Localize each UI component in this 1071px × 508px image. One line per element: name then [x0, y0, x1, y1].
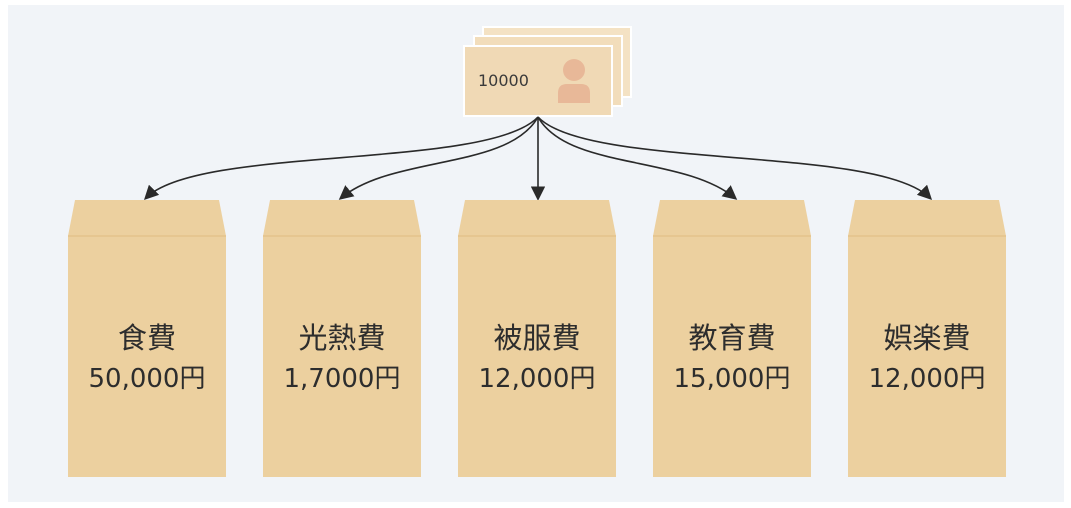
- envelope-4-label: 教育費: [688, 321, 775, 355]
- envelope-5-amount: 12,000円: [869, 364, 986, 394]
- envelope-5-label: 娯楽費: [883, 321, 970, 355]
- envelope-1-label: 食費: [118, 321, 176, 355]
- envelope-3-amount: 12,000円: [479, 364, 596, 394]
- envelope-1-amount: 50,000円: [89, 364, 206, 394]
- arrow-to-envelope-5: [537, 116, 933, 201]
- arrow-to-envelope-1: [143, 116, 539, 201]
- allocation-arrows: [143, 116, 933, 201]
- arrow-to-envelope-4: [537, 116, 738, 200]
- arrow-to-envelope-2: [338, 116, 539, 200]
- envelope-2: 光熱費 1,7000円: [263, 200, 421, 477]
- envelope-3-label: 被服費: [493, 321, 580, 355]
- envelope-2-label: 光熱費: [298, 321, 385, 355]
- banknote: [463, 45, 613, 117]
- envelope-3: 被服費 12,000円: [458, 200, 616, 477]
- envelope-2-amount: 1,7000円: [284, 364, 401, 394]
- banknote-value: 10000: [478, 71, 529, 90]
- person-portrait-icon: [558, 59, 590, 103]
- envelope-4-amount: 15,000円: [674, 364, 791, 394]
- money-allocation-diagram: 10000 食費 50,000円 光熱費 1,7000円: [68, 26, 1006, 477]
- envelope-5: 娯楽費 12,000円: [848, 200, 1006, 477]
- envelope-4: 教育費 15,000円: [653, 200, 811, 477]
- diagram-panel: 10000 食費 50,000円 光熱費 1,7000円: [8, 5, 1064, 502]
- banknote-stack: 10000: [463, 26, 632, 117]
- envelope-1: 食費 50,000円: [68, 200, 226, 477]
